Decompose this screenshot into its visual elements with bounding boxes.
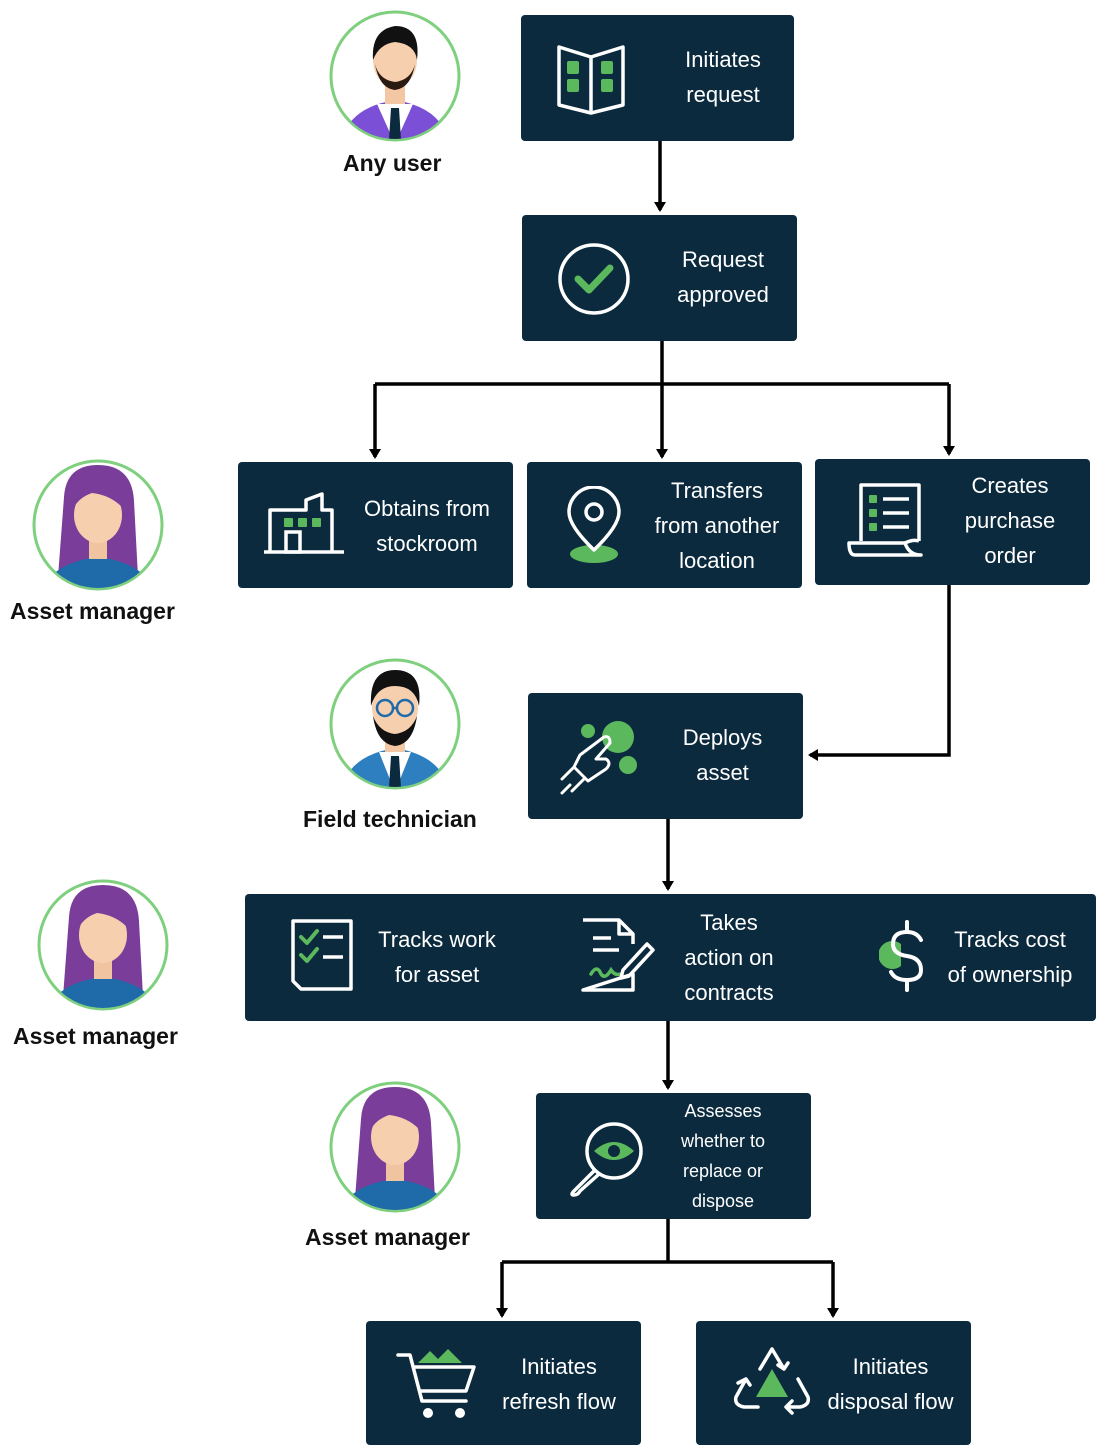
- step-tracks-work-label: Tracks work for asset: [378, 927, 496, 987]
- role-asset-manager: Asset manager: [305, 1224, 470, 1250]
- receipt-icon: [847, 483, 923, 557]
- step-assesses: Assesses whether to replace or dispose: [536, 1093, 811, 1219]
- asset-manager-avatar: [32, 459, 164, 591]
- step-obtains-from-stockroom: Obtains from stockroom: [238, 462, 513, 588]
- shopping-cart-icon: [396, 1349, 476, 1418]
- step-request-approved: Request approved: [522, 215, 797, 341]
- step-label: Transfers from another location: [654, 478, 780, 573]
- step-initiates-request: Initiates request: [521, 15, 794, 141]
- step-tracks-cost-label: Tracks cost of ownership: [947, 927, 1073, 987]
- warehouse-icon: [264, 492, 344, 554]
- asset-manager-avatar: [37, 879, 169, 1011]
- step-label: Creates purchase order: [964, 473, 1056, 568]
- step-label: Obtains from stockroom: [364, 496, 490, 556]
- role-field-technician: Field technician: [303, 806, 477, 832]
- hand-plug-icon: [560, 721, 637, 795]
- step-label: Assesses whether to replace or dispose: [680, 1101, 766, 1211]
- asset-manager-avatar: [329, 1081, 461, 1213]
- eye-magnifier-icon: [570, 1122, 643, 1197]
- step-transfers-from-another-location: Transfers from another location: [527, 462, 802, 588]
- open-book-icon: [557, 45, 625, 115]
- check-circle-icon: [558, 243, 630, 315]
- any-user-avatar: [329, 10, 461, 142]
- role-asset-manager: Asset manager: [10, 598, 175, 624]
- step-label: Request approved: [677, 247, 769, 307]
- step-label: Initiates refresh flow: [502, 1354, 616, 1414]
- step-label: Deploys asset: [682, 725, 763, 785]
- step-deploys-asset: Deploys asset: [528, 693, 803, 819]
- arrow-purchase-to-deploy: [808, 585, 951, 761]
- step-creates-purchase-order: Creates purchase order: [815, 459, 1090, 585]
- step-initiates-disposal-flow: Initiates disposal flow: [696, 1321, 971, 1445]
- recycle-icon: [733, 1347, 811, 1415]
- map-pin-icon: [567, 486, 621, 563]
- step-tracking-group: Tracks work for asset Takes action on co…: [245, 894, 1096, 1021]
- role-any-user: Any user: [343, 150, 442, 176]
- step-initiates-refresh-flow: Initiates refresh flow: [366, 1321, 641, 1445]
- step-takes-action-label: Takes action on contracts: [684, 910, 774, 1005]
- checklist-icon: [291, 919, 353, 991]
- role-asset-manager: Asset manager: [13, 1023, 178, 1049]
- step-label: Initiates request: [685, 47, 761, 107]
- dollar-icon: [879, 920, 924, 992]
- contract-sign-icon: [581, 918, 655, 992]
- step-label: Initiates disposal flow: [827, 1354, 954, 1414]
- field-technician-avatar: [329, 658, 461, 790]
